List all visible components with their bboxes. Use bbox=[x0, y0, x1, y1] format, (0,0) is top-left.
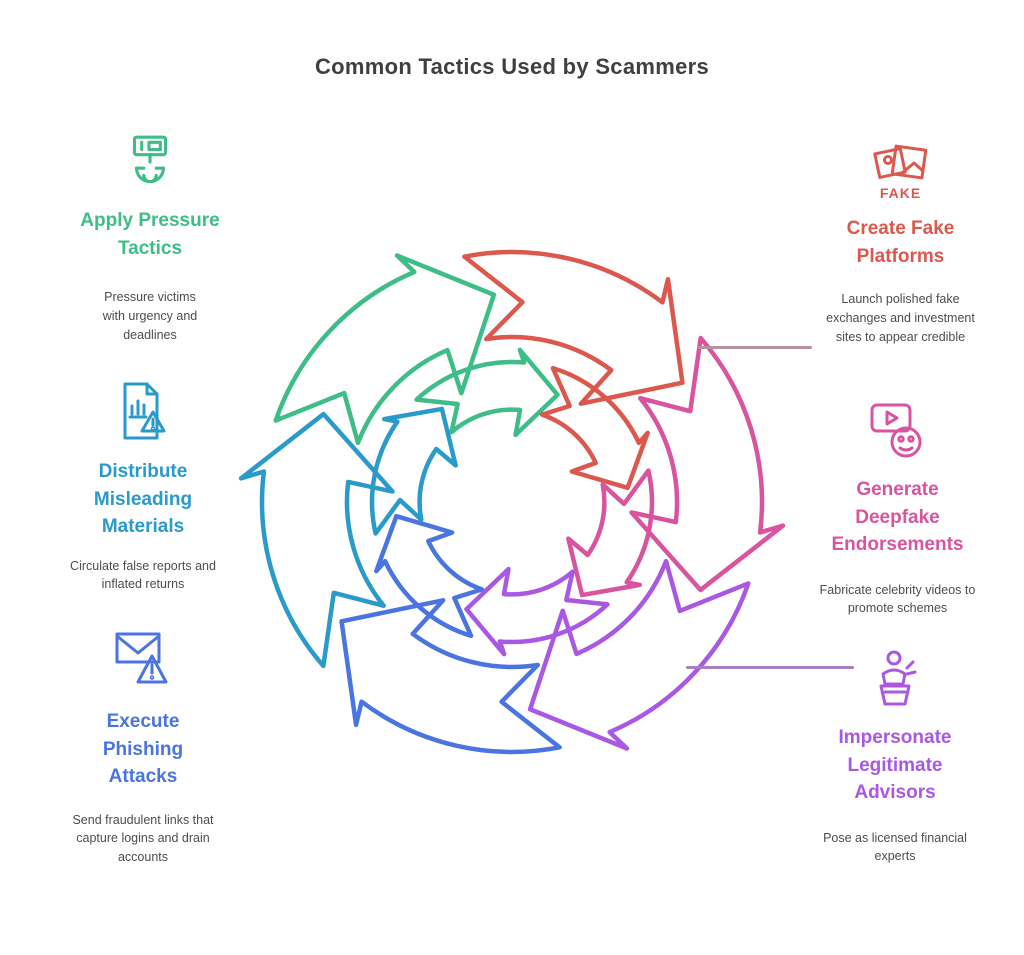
cycle-arrow-cyan-outer bbox=[238, 403, 427, 675]
pressure-plunger-icon bbox=[121, 133, 179, 193]
step-label: Generate Deepfake Endorsements bbox=[831, 479, 964, 556]
step-description: Fabricate celebrity videos to promote sc… bbox=[819, 582, 976, 616]
cycle-arrow-blue-inner bbox=[357, 495, 515, 653]
misleading-document-icon bbox=[113, 380, 173, 444]
step-description: Pressure victims with urgency and deadli… bbox=[102, 290, 198, 342]
phishing-email-icon bbox=[112, 628, 174, 694]
cycle-arrow-purple-inner bbox=[457, 545, 615, 662]
step-label: Apply Pressure Tactics bbox=[80, 210, 220, 259]
step-description: Send fraudulent links that capture login… bbox=[72, 812, 214, 865]
cycle-arrow-red-outer bbox=[433, 228, 710, 430]
step-description: Circulate false reports and inflated ret… bbox=[70, 558, 216, 592]
step-label: Impersonate Legitimate Advisors bbox=[838, 727, 952, 804]
connector-line-advisors bbox=[686, 666, 854, 669]
step-apply-pressure-tactics: Apply Pressure Tactics Pressure victims … bbox=[30, 133, 270, 344]
page-title: Common Tactics Used by Scammers bbox=[314, 54, 710, 79]
cycle-arrow-blue-outer bbox=[314, 574, 591, 776]
cycle-arrows-svg bbox=[238, 228, 786, 776]
step-execute-phishing-attacks: Execute Phishing Attacks Send fraudulent… bbox=[28, 628, 258, 867]
deepfake-video-icon bbox=[868, 400, 928, 462]
step-generate-deepfake-endorsements: Generate Deepfake Endorsements Fabricate… bbox=[795, 400, 1000, 618]
cycle-arrow-pink-outer bbox=[597, 330, 786, 602]
step-impersonate-legitimate-advisors: Impersonate Legitimate Advisors Pose as … bbox=[800, 648, 990, 866]
step-create-fake-platforms: FAKE Create Fake Platforms Launch polish… bbox=[798, 143, 1003, 346]
connector-line-fake-platforms bbox=[698, 346, 812, 349]
fake-stamp-text: FAKE bbox=[879, 185, 922, 201]
step-label: Distribute Misleading Materials bbox=[93, 461, 193, 538]
step-description: Launch polished fake exchanges and inves… bbox=[826, 292, 975, 344]
step-label: Execute Phishing Attacks bbox=[102, 711, 184, 788]
advisor-podium-icon bbox=[867, 648, 923, 710]
step-label: Create Fake Platforms bbox=[846, 218, 955, 267]
fake-stamp-icon: FAKE bbox=[872, 143, 930, 201]
cycle-arrow-green-inner bbox=[409, 342, 567, 459]
cycle-diagram bbox=[238, 228, 786, 776]
step-description: Pose as licensed financial experts bbox=[823, 830, 967, 864]
step-distribute-misleading-materials: Distribute Misleading Materials Circulat… bbox=[28, 380, 258, 594]
cycle-arrow-red-inner bbox=[509, 351, 667, 509]
